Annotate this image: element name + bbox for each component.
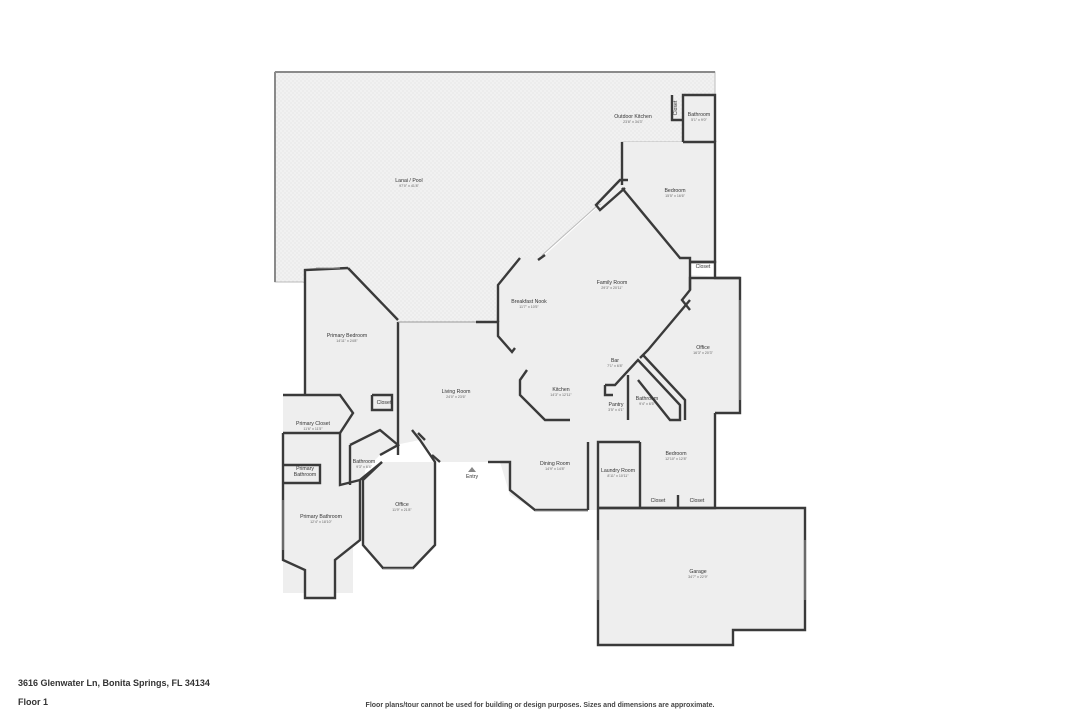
disclaimer-text: Floor plans/tour cannot be used for buil… [365, 702, 715, 709]
room-name-label: Closet [377, 400, 392, 406]
room-dimensions-label: 97'0" x 41'8" [399, 184, 419, 188]
room-name-label: Primary Closet [296, 421, 331, 427]
walls [281, 93, 807, 647]
room-name-label: Primary Bathroom [300, 514, 342, 520]
room-name-label: Family Room [597, 280, 628, 286]
room-name-label: Primary Bedroom [327, 333, 367, 339]
room-dimensions-label: 23'8" x 34'3" [623, 120, 643, 124]
property-address: 3616 Glenwater Ln, Bonita Springs, FL 34… [18, 678, 210, 688]
room-dimensions-label: 16'3" x 20'3" [693, 351, 713, 355]
entry-label: Entry [466, 474, 479, 480]
room-dimensions-label: 8'11" x 10'11" [607, 474, 629, 478]
room-dimensions-label: 11'9" x 21'8" [392, 508, 412, 512]
room-name-label: Bedroom [665, 451, 686, 457]
room-dimensions-label: 12'10" x 12'8" [665, 457, 687, 461]
room-dimensions-label: 12'4" x 18'10" [310, 520, 332, 524]
room-dimensions-label: 15'5" x 16'6" [665, 194, 685, 198]
room-name-label: Pantry [609, 402, 624, 408]
room-name-label: Kitchen [552, 387, 569, 393]
room-dimensions-label: 11'6" x 11'5" [303, 427, 323, 431]
room-dimensions-label: 14'3" x 12'11" [550, 393, 572, 397]
room-name-label-line2: Bathroom [294, 472, 317, 478]
room-name-label: Bathroom [353, 459, 376, 465]
room-dimensions-label: 24'0" x 23'6" [446, 395, 466, 399]
room-name-label: Bathroom [636, 396, 659, 402]
room-name-label: Closet [696, 264, 711, 270]
room-name-label: Bar [611, 358, 619, 364]
room-name-label: Dining Room [540, 461, 570, 467]
room-dimensions-label: 14'11" x 24'8" [336, 339, 358, 343]
room-closet-se-1: Closet [651, 498, 666, 504]
room-dimensions-label: 5'1" x 9'0" [691, 118, 707, 122]
room-dimensions-label: 29'3" x 20'11" [601, 286, 623, 290]
room-name-label: Bathroom [688, 112, 711, 118]
room-name-label: Closet [651, 498, 666, 504]
floor-label: Floor 1 [18, 697, 49, 707]
entry-marker: Entry [466, 467, 479, 480]
room-closet-primary: Closet [377, 400, 392, 406]
room-name-label: Laundry Room [601, 468, 635, 474]
room-name-label: Breakfast Nook [511, 299, 547, 305]
room-name-label: Lanai / Pool [395, 178, 422, 184]
room-closet-outdoor: Closet [673, 100, 679, 115]
room-name-label: Living Room [442, 389, 471, 395]
interior-floor [283, 95, 805, 645]
room-name-label: Primary [296, 466, 314, 472]
room-dimensions-label: 14'9" x 14'8" [545, 467, 565, 471]
windows [282, 267, 806, 600]
room-dimensions-label: 9'4" x 6'5" [639, 402, 655, 406]
room-dimensions-label: 9'3" x 6'4" [356, 465, 372, 469]
room-name-label: Closet [690, 498, 705, 504]
room-dimensions-label: 34'7" x 22'9" [688, 575, 708, 579]
room-name-label: Garage [689, 569, 706, 575]
room-dimensions-label: 7'1" x 6'8" [607, 364, 623, 368]
room-name-label: Office [696, 345, 710, 351]
room-dimensions-label: 3'5" x 4'1" [608, 408, 624, 412]
room-closet-ne: Closet [696, 264, 711, 270]
room-closet-se-2: Closet [690, 498, 705, 504]
room-name-label: Office [395, 502, 409, 508]
room-name-label: Closet [673, 100, 679, 115]
room-dimensions-label: 11'7" x 10'5" [519, 305, 539, 309]
room-name-label: Outdoor Kitchen [614, 114, 652, 120]
room-name-label: Bedroom [664, 188, 685, 194]
